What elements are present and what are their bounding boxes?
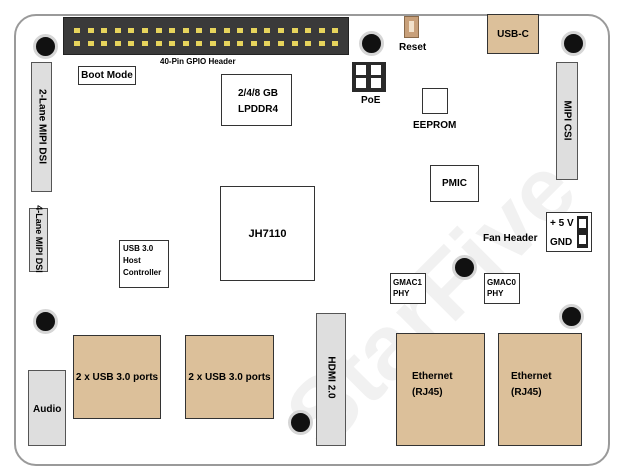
mounting-hole-right <box>559 304 584 329</box>
hdmi-label: HDMI 2.0 <box>325 356 337 399</box>
gpio-pin <box>182 41 189 46</box>
gpio-pin <box>101 41 108 46</box>
gpio-pin <box>250 28 257 33</box>
usb-ctrl-line2: Host <box>123 256 141 265</box>
lpddr4-memory: 2/4/8 GB LPDDR4 <box>221 74 292 126</box>
gpio-pin <box>332 41 339 46</box>
fan-plus-label: + 5 V <box>550 218 574 229</box>
fan-gnd-label: GND <box>550 237 573 248</box>
gpio-pin <box>155 28 162 33</box>
gpio-pin <box>291 41 298 46</box>
gpio-pin <box>114 41 121 46</box>
boot-mode-switch: Boot Mode <box>78 66 136 85</box>
mounting-hole-bottom-hdmi <box>288 410 313 435</box>
jh7110-soc: JH7110 <box>220 186 315 281</box>
gpio-pin <box>196 41 203 46</box>
eth2-line1: Ethernet <box>511 371 552 382</box>
gpio-pin <box>169 28 176 33</box>
usb-ctrl-line1: USB 3.0 <box>123 244 154 253</box>
gpio-header <box>63 17 349 55</box>
gmac1-line1: GMAC1 <box>393 278 422 287</box>
gpio-pin <box>305 41 312 46</box>
gpio-pin <box>305 28 312 33</box>
mounting-hole-top-mid <box>359 31 384 56</box>
ram-size-label: 2/4/8 GB <box>238 88 279 99</box>
eth2-line2: (RJ45) <box>511 387 542 398</box>
gpio-pin <box>250 41 257 46</box>
mipi-dsi-2-lane-connector <box>31 62 52 192</box>
mounting-hole-top-right <box>561 31 586 56</box>
gpio-pin <box>291 28 298 33</box>
gpio-pin <box>114 28 121 33</box>
usb-ports-2: 2 x USB 3.0 ports <box>185 335 274 419</box>
ethernet-port-2: Ethernet (RJ45) <box>498 333 582 446</box>
eeprom-chip <box>422 88 448 114</box>
mipi-dsi-4-lane-label: 4-Lane MIPI DSI <box>34 205 44 273</box>
gmac0-phy: GMAC0 PHY <box>484 273 520 304</box>
gpio-pin <box>210 41 216 46</box>
gmac0-line1: GMAC0 <box>487 278 516 287</box>
gpio-pin <box>196 28 203 33</box>
mounting-hole-top-left <box>33 34 58 59</box>
gpio-pin <box>74 41 80 46</box>
eth1-line2: (RJ45) <box>412 387 443 398</box>
fan-header-label: Fan Header <box>483 233 538 244</box>
gpio-pin <box>101 28 108 33</box>
gpio-pin <box>264 28 271 33</box>
gpio-pin <box>332 28 339 33</box>
usb-host-controller: USB 3.0 Host Controller <box>119 240 169 288</box>
gpio-pin <box>87 28 94 33</box>
eeprom-label: EEPROM <box>413 120 457 131</box>
gpio-pin <box>223 28 230 33</box>
hdmi-port <box>316 313 346 446</box>
gpio-pin <box>264 41 271 46</box>
fan-header: + 5 V GND <box>546 212 592 252</box>
ethernet-port-1: Ethernet (RJ45) <box>396 333 485 446</box>
gpio-pin <box>318 28 325 33</box>
poe-header <box>352 62 386 92</box>
reset-label: Reset <box>399 42 427 53</box>
gpio-pin <box>87 41 94 46</box>
ram-type-label: LPDDR4 <box>238 104 279 115</box>
audio-label: Audio <box>33 404 62 415</box>
eth1-line1: Ethernet <box>412 371 453 382</box>
usb-ctrl-line3: Controller <box>123 268 162 277</box>
gpio-pin <box>223 41 230 46</box>
gpio-pin <box>142 41 148 46</box>
gpio-pin <box>142 28 148 33</box>
mipi-csi-connector <box>556 62 578 180</box>
usb-c-port: USB-C <box>487 14 539 54</box>
mipi-dsi-4-lane-connector <box>29 208 48 272</box>
gpio-pin <box>210 28 216 33</box>
gpio-pin <box>169 41 176 46</box>
gpio-pin <box>182 28 189 33</box>
gpio-pin <box>128 28 135 33</box>
poe-label: PoE <box>361 95 381 106</box>
gpio-pin <box>128 41 135 46</box>
reset-button <box>404 16 419 38</box>
gmac0-line2: PHY <box>487 289 504 298</box>
mounting-hole-mid <box>452 255 477 280</box>
audio-jack <box>28 370 66 446</box>
gpio-pin <box>278 28 284 33</box>
gpio-pin <box>237 28 244 33</box>
gpio-label: 40-Pin GPIO Header <box>160 57 236 66</box>
gpio-pin <box>278 41 284 46</box>
gmac1-line2: PHY <box>393 289 410 298</box>
pmic-chip: PMIC <box>430 165 479 202</box>
gmac1-phy: GMAC1 PHY <box>390 273 426 304</box>
mipi-csi-label: MIPI CSI <box>561 100 573 141</box>
usb-ports-1: 2 x USB 3.0 ports <box>73 335 161 419</box>
gpio-pin <box>318 41 325 46</box>
gpio-pin <box>237 41 244 46</box>
gpio-pin <box>74 28 80 33</box>
gpio-pin <box>155 41 162 46</box>
mipi-dsi-2-lane-label: 2-Lane MIPI DSI <box>36 88 48 164</box>
mounting-hole-bottom-left <box>33 309 58 334</box>
